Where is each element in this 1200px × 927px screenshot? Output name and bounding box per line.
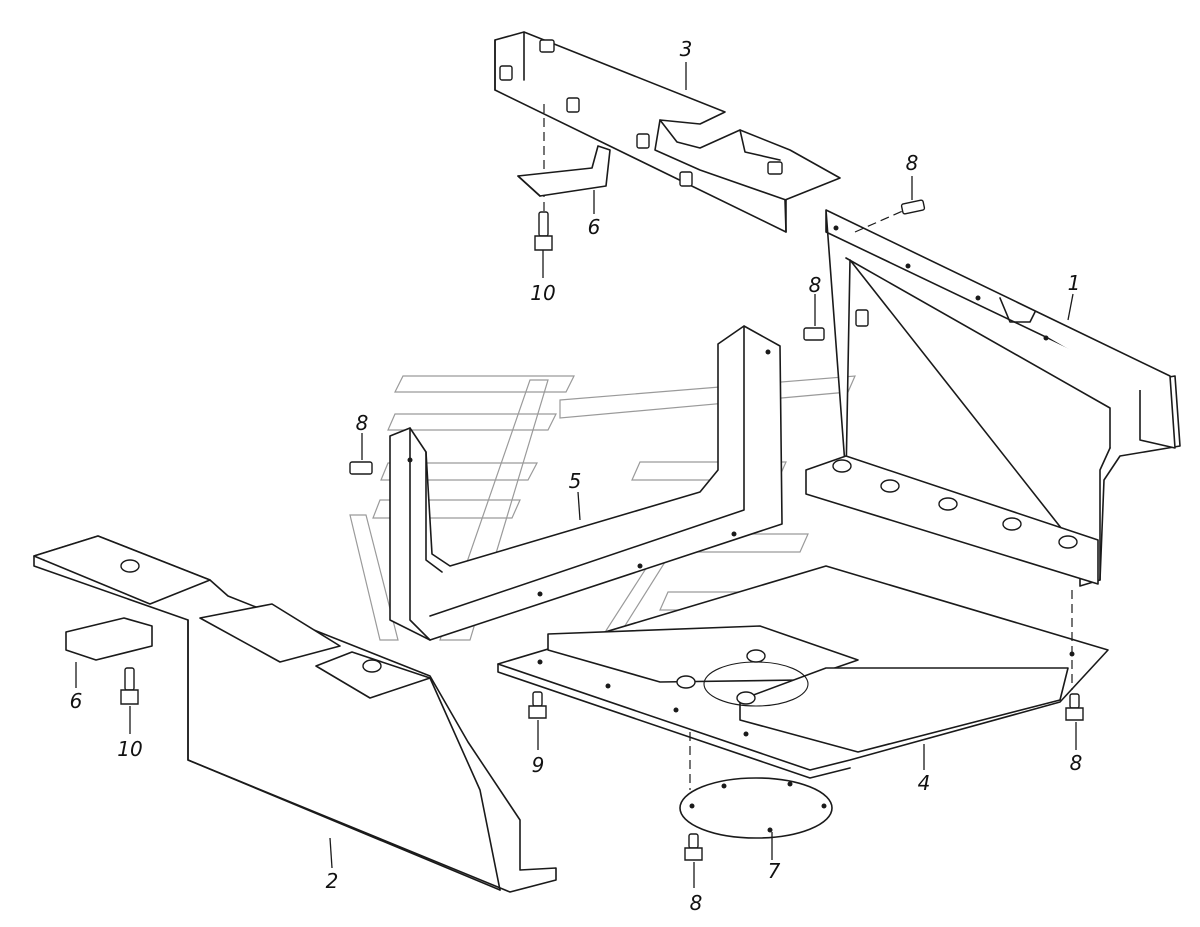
nut: [855, 309, 869, 327]
nut: [880, 479, 900, 493]
nut: [746, 649, 766, 663]
nut: [767, 161, 783, 175]
part-2-left-bracket: [33, 535, 557, 893]
part-8-bolt-top-right: [900, 199, 926, 215]
nut: [1058, 535, 1078, 549]
nut: [736, 691, 756, 705]
callout-7: 7: [768, 859, 781, 883]
nut: [499, 65, 513, 81]
callout-5: 5: [569, 469, 582, 493]
nut: [636, 133, 650, 149]
part-10-bolt-upper: [534, 211, 553, 251]
callout-8-mid: 8: [809, 273, 822, 297]
part-7-round-cover: [679, 777, 833, 839]
callout-10-lower: 10: [117, 737, 142, 761]
part-1-right-bracket: [805, 209, 1181, 587]
nut: [566, 97, 580, 113]
callout-1: 1: [1068, 271, 1081, 295]
part-8-bolt-left: [349, 461, 373, 475]
callout-9: 9: [532, 753, 545, 777]
nut: [938, 497, 958, 511]
nut: [362, 659, 382, 673]
part-6-small-bracket-lower: [65, 617, 153, 661]
leader-lines: [75, 62, 1077, 888]
part-3-upper-bracket: [494, 31, 841, 233]
callout-10-upper: 10: [530, 281, 555, 305]
nut: [120, 559, 140, 573]
nut: [1002, 517, 1022, 531]
part-6-small-bracket-upper: [517, 145, 611, 197]
part-10-bolt-lower: [120, 667, 139, 705]
nut: [679, 171, 693, 187]
callout-8-bottom: 8: [690, 891, 703, 915]
callout-8-top: 8: [906, 151, 919, 175]
nut: [832, 459, 852, 473]
callout-8-left: 8: [356, 411, 369, 435]
part-8-bolt-bottom: [684, 833, 703, 861]
part-5-u-frame: [389, 325, 783, 641]
part-8-bolt-mid: [803, 327, 825, 341]
assembly-axis: [854, 209, 906, 233]
callout-3: 3: [680, 37, 693, 61]
nut: [539, 39, 555, 53]
part-4-base-plate: [497, 565, 1109, 779]
callout-4: 4: [918, 771, 931, 795]
callout-2: 2: [326, 869, 339, 893]
part-8-bolt-right: [1065, 693, 1084, 721]
nut: [676, 675, 696, 689]
callout-labels: 3 1 8 8 8 5 6 10 6 10 9 8 4 7 8 2: [70, 37, 1083, 915]
callout-8-right: 8: [1070, 751, 1083, 775]
part-9-bolt: [528, 691, 547, 719]
callout-6-lower: 6: [70, 689, 83, 713]
callout-6-upper: 6: [588, 215, 601, 239]
